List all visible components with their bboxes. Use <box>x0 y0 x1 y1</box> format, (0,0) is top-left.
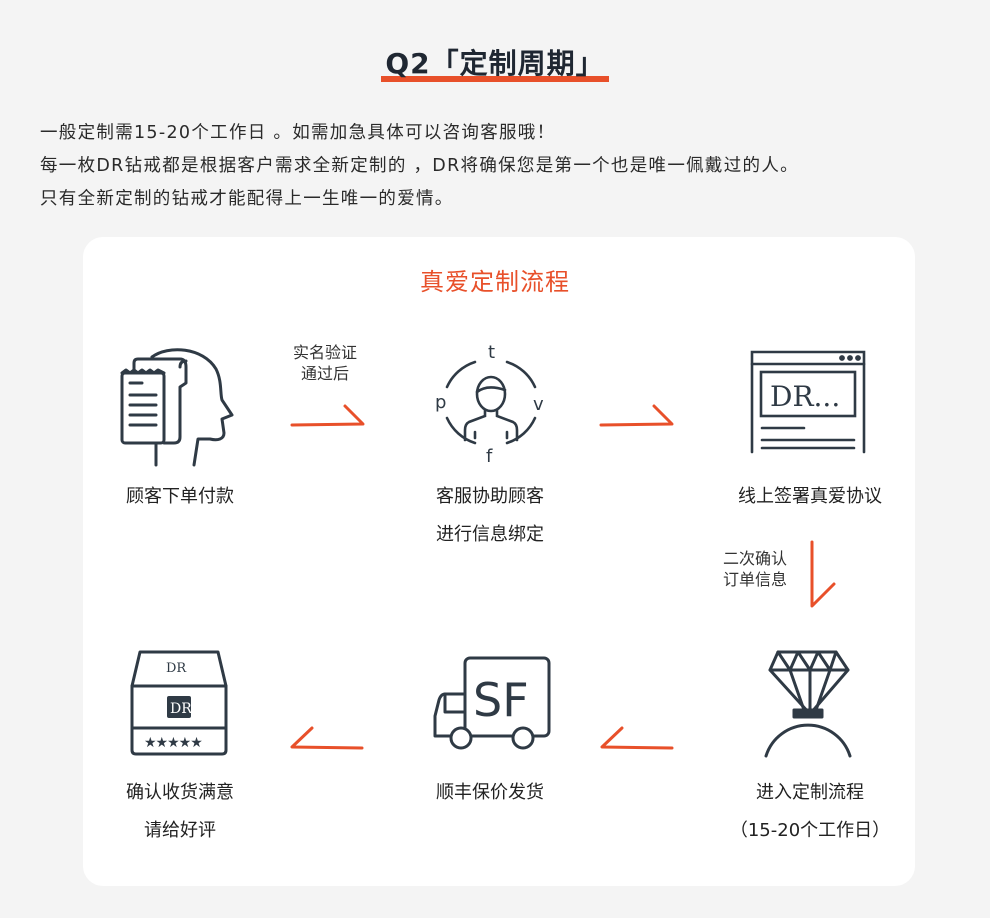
intro-line: 一般定制需15-20个工作日 。如需加急具体可以咨询客服哦！ <box>40 123 556 143</box>
step-confirm-receipt: DR DR ★★★★★ 确认收货满意 请给好评 <box>100 640 260 850</box>
intro-paragraph: 一般定制需15-20个工作日 。如需加急具体可以咨询客服哦！ 每一枚DR钻戒都是… <box>40 117 799 216</box>
arrow-right-icon <box>289 400 369 430</box>
arrow-note-line: 实名验证 <box>292 343 357 362</box>
svg-text:DR...: DR... <box>770 380 840 413</box>
step-label: 确认收货满意 <box>126 782 234 803</box>
step-customer-service: t v f p 客服协助顾客 进行信息绑定 <box>395 340 585 560</box>
step-shipping: SF 顺丰保价发货 <box>395 640 585 820</box>
arrow-right-icon <box>598 400 678 430</box>
arrow-note-line: 二次确认 <box>722 549 787 568</box>
arrow-note-line: 订单信息 <box>722 570 787 589</box>
svg-text:p: p <box>435 392 446 413</box>
step-label: 顾客下单付款 <box>126 486 234 507</box>
svg-text:v: v <box>533 394 544 415</box>
step-label: 进行信息绑定 <box>436 524 544 545</box>
step-customization: 进入定制流程 （15-20个工作日） <box>710 640 910 850</box>
process-title: 真爱定制流程 <box>420 268 570 296</box>
step-label: （15-20个工作日） <box>729 820 891 841</box>
arrow-left-icon <box>288 724 368 754</box>
head-receipt-icon <box>118 345 238 467</box>
process-card <box>83 237 915 886</box>
step-sign-agreement: DR... 线上签署真爱协议 <box>710 340 910 520</box>
dr-box-five-star-icon: DR DR ★★★★★ <box>130 648 228 758</box>
arrow-left-icon <box>598 724 678 754</box>
svg-text:f: f <box>486 446 493 464</box>
svg-text:SF: SF <box>473 673 529 727</box>
title-underline <box>381 76 609 82</box>
svg-text:★★★★★: ★★★★★ <box>144 735 202 751</box>
svg-text:t: t <box>488 342 495 363</box>
sf-truck-icon: SF <box>433 654 553 754</box>
step-label: 线上签署真爱协议 <box>738 486 882 507</box>
customer-service-person-icon: t v f p <box>435 342 547 464</box>
step-label: 请给好评 <box>144 820 216 841</box>
diamond-ring-icon <box>764 648 854 762</box>
intro-line: 每一枚DR钻戒都是根据客户需求全新定制的 ，DR将确保您是第一个也是唯一佩戴过的… <box>40 156 799 176</box>
step-order-payment: 顾客下单付款 <box>100 340 260 520</box>
step-label: 顺丰保价发货 <box>436 782 544 803</box>
arrow-note-verification: 实名验证 通过后 <box>280 342 370 384</box>
title-wrapper: Q2「定制周期」 <box>0 44 990 84</box>
page-title: Q2「定制周期」 <box>381 44 609 84</box>
browser-contract-icon: DR... <box>750 348 866 456</box>
arrow-note-confirm: 二次确认 订单信息 <box>710 548 800 590</box>
svg-text:DR: DR <box>166 661 187 676</box>
svg-text:DR: DR <box>170 701 192 717</box>
intro-line: 只有全新定制的钻戒才能配得上一生唯一的爱情。 <box>40 189 454 209</box>
arrow-down-icon <box>806 538 840 612</box>
step-label: 客服协助顾客 <box>436 486 544 507</box>
arrow-note-line: 通过后 <box>300 364 349 383</box>
step-label: 进入定制流程 <box>756 782 864 803</box>
